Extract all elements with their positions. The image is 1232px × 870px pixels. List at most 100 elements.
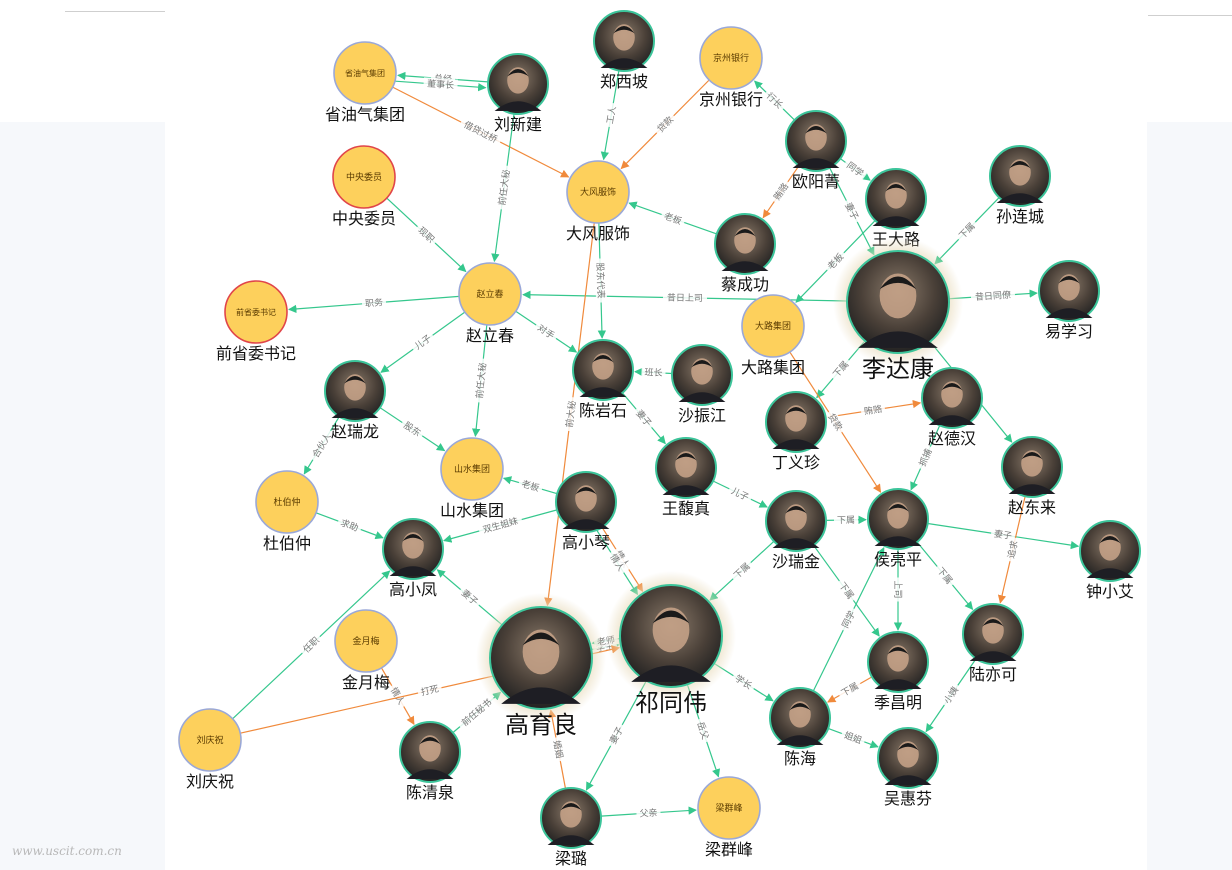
edge-lianglu-gaoyuliang[interactable]: 婚姻 xyxy=(548,709,567,789)
avatar-shoulders xyxy=(389,566,437,576)
edge-shengyouqi-liuxinjian[interactable]: 董事长 xyxy=(395,77,487,91)
node-chenqingquan[interactable]: 陈清泉 xyxy=(399,721,461,802)
edge-gaoxiaoqin-shanshui[interactable]: 老板 xyxy=(502,476,558,495)
edge-jichangming-chenhai[interactable]: 下属 xyxy=(827,676,873,703)
node-chenhai[interactable]: 陈海 xyxy=(769,687,831,768)
node-zhaodonglai[interactable]: 赵东来 xyxy=(1001,436,1063,517)
node-sharuijin[interactable]: 沙瑞金 xyxy=(765,490,827,571)
edge-sunliancheng-lidakang[interactable]: 下属 xyxy=(934,197,1000,265)
edge-zhaoruilong-shanshui[interactable]: 股东 xyxy=(379,407,446,452)
node-caichenggong[interactable]: 蔡成功 xyxy=(714,213,776,294)
node-zhaodehan[interactable]: 赵德汉 xyxy=(921,367,983,448)
node-zhongxiaoai[interactable]: 钟小艾 xyxy=(1079,520,1141,601)
node-label: 欧阳菁 xyxy=(792,172,840,191)
edge-zhaolichun-zhaoruilong[interactable]: 儿子 xyxy=(380,311,466,373)
edge-duboz-gaoxiaofeng[interactable]: 求助 xyxy=(315,512,384,540)
edge-lidakang-zhaolichun[interactable]: 昔日上司 xyxy=(522,290,848,304)
node-houliangping[interactable]: 侯亮平 xyxy=(867,488,929,569)
edge-dafeng-chenyanshi[interactable]: 股东代表 xyxy=(594,222,608,339)
node-wangfuzhen[interactable]: 王馥真 xyxy=(655,437,717,518)
edge-houliangping-luyike[interactable]: 下属 xyxy=(916,541,974,610)
avatar-face xyxy=(805,124,827,151)
top-divider-right xyxy=(1148,15,1232,16)
edge-zhengxipo-dafeng[interactable]: 工人 xyxy=(600,70,620,161)
node-label: 赵立春 xyxy=(466,326,514,345)
node-sunliancheng[interactable]: 孙连城 xyxy=(989,145,1051,226)
edge-dafeng-gaoyuliang[interactable]: 前大秘 xyxy=(544,222,595,607)
edge-wangfuzhen-sharuijin[interactable]: 儿子 xyxy=(712,480,768,508)
node-label: 陈海 xyxy=(784,749,816,768)
edge-houliangping-zhongxiaoai[interactable]: 妻子 xyxy=(927,522,1080,550)
node-label: 侯亮平 xyxy=(874,550,922,569)
node-shazhenjiang[interactable]: 沙振江 xyxy=(671,344,733,425)
node-ouyangqing[interactable]: 欧阳菁 xyxy=(785,110,847,191)
edge-label-bg xyxy=(835,577,859,604)
node-dingyizhen[interactable]: 丁义珍 xyxy=(765,391,827,472)
node-zhengxipo[interactable]: 郑西坡 xyxy=(593,10,655,91)
node-gaoxiaoqin[interactable]: 高小琴 xyxy=(555,471,617,552)
avatar-shoulders xyxy=(792,158,840,168)
node-label: 吴惠芬 xyxy=(884,789,932,808)
node-jichangming[interactable]: 季昌明 xyxy=(867,631,929,712)
avatar-face xyxy=(789,701,811,728)
edge-chenyanshi-wangfuzhen[interactable]: 妻子 xyxy=(621,392,666,445)
org-node-inner-label: 前省委书记 xyxy=(236,307,276,317)
edge-zhaodonglai-luyike[interactable]: 追求 xyxy=(997,496,1026,604)
edge-sharuijin-qitongwei[interactable]: 下属 xyxy=(709,540,775,601)
edge-lidakang-yixuexi[interactable]: 昔日同僚 xyxy=(948,288,1038,303)
node-qitongwei[interactable]: 祁同伟 xyxy=(606,571,736,717)
node-yixuexi[interactable]: 易学习 xyxy=(1038,260,1100,341)
edge-lianglu-liangqunfeng[interactable]: 父亲 xyxy=(600,806,697,820)
edge-houliangping-jichangming[interactable]: 上司 xyxy=(892,549,904,631)
edge-caichenggong-dafeng[interactable]: 老板 xyxy=(628,201,717,235)
edge-sharuijin-houliangping[interactable]: 下属 xyxy=(825,513,867,526)
node-gaoyuliang[interactable]: 高育良 xyxy=(476,593,606,739)
edge-label-bg xyxy=(606,549,629,576)
node-gaoxiaofeng[interactable]: 高小凤 xyxy=(382,518,444,599)
edge-label-bg xyxy=(933,562,958,589)
edge-zhaolichun-qiansheng[interactable]: 职务 xyxy=(288,295,460,314)
node-label: 大路集团 xyxy=(741,358,805,377)
left-background-panel xyxy=(0,122,165,870)
node-zhaoruilong[interactable]: 赵瑞龙 xyxy=(324,360,386,441)
node-wuhuifen[interactable]: 吴惠芬 xyxy=(877,727,939,808)
node-luyike[interactable]: 陆亦可 xyxy=(962,603,1024,684)
node-liuxinjian[interactable]: 刘新建 xyxy=(487,53,549,134)
edge-chenhai-wuhuifen[interactable]: 姐姐 xyxy=(827,727,879,749)
avatar-face xyxy=(1009,159,1031,186)
edge-shazhenjiang-chenyanshi[interactable]: 班长 xyxy=(634,365,673,379)
avatar-hair xyxy=(1021,452,1043,460)
node-wangdalu[interactable]: 王大路 xyxy=(865,168,927,249)
avatar-hair xyxy=(675,453,697,461)
edge-ouyangqing-wangdalu[interactable]: 同学 xyxy=(839,157,871,181)
edge-zhaolichun-shanshui[interactable]: 前任大秘 xyxy=(471,324,489,438)
avatar-shoulders xyxy=(501,687,581,704)
node-chenyanshi[interactable]: 陈岩石 xyxy=(572,339,634,420)
org-node-circle xyxy=(741,294,805,358)
node-lidakang[interactable]: 李达康 xyxy=(833,237,963,383)
avatar-hair xyxy=(522,632,560,646)
edge-zhaolichun-chenyanshi[interactable]: 对手 xyxy=(515,310,578,353)
avatar-face xyxy=(613,24,635,51)
edge-dingyizhen-zhaodehan[interactable]: 贿赂 xyxy=(825,399,922,419)
edge-zhongyang-zhaolichun[interactable]: 现职 xyxy=(386,197,467,273)
edge-qitongwei-liangqunfeng[interactable]: 岳父 xyxy=(686,684,721,778)
node-label: 高小琴 xyxy=(562,533,610,552)
node-lianglu[interactable]: 梁璐 xyxy=(540,787,602,868)
edge-label: 董事长 xyxy=(427,77,455,91)
edge-jingzhou-dafeng[interactable]: 贷款 xyxy=(620,79,710,170)
edge-liuxinjian-zhaolichun[interactable]: 前任大秘 xyxy=(491,113,515,263)
